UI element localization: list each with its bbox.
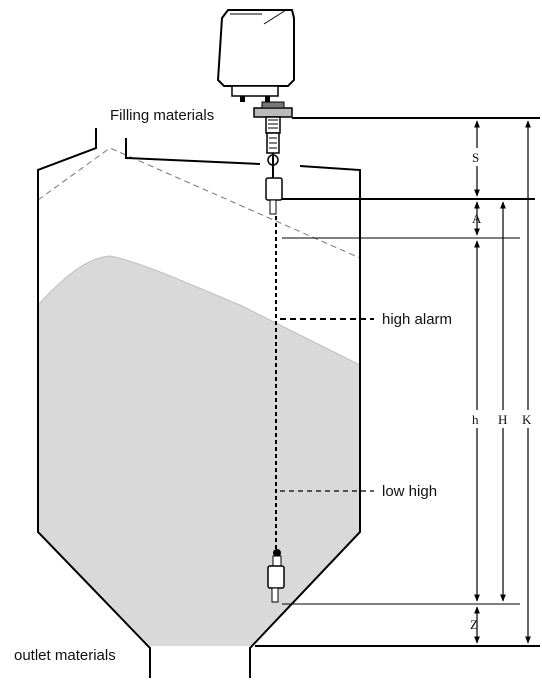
dim-z-label: Z [470,617,478,632]
dim-a-label: A [472,211,482,226]
silo-outline [37,128,361,678]
transmitter-housing [216,9,295,102]
high-alarm-label: high alarm [382,311,452,328]
dim-s-label: S [472,150,479,165]
dim-h-label: h [472,412,479,427]
reference-lines [255,117,540,647]
material-fill [38,255,360,646]
dim-H-label: H [498,412,507,427]
outlet-materials-label: outlet materials [14,647,116,664]
low-alarm-label: low high [382,483,437,500]
mounting-flange [253,101,293,178]
probe-bottom-weight [267,549,285,603]
filling-materials-label: Filling materials [110,107,214,124]
dim-K-label: K [522,412,532,427]
probe-top-weight [265,177,283,215]
fill-slope-dashed-line [37,147,361,259]
